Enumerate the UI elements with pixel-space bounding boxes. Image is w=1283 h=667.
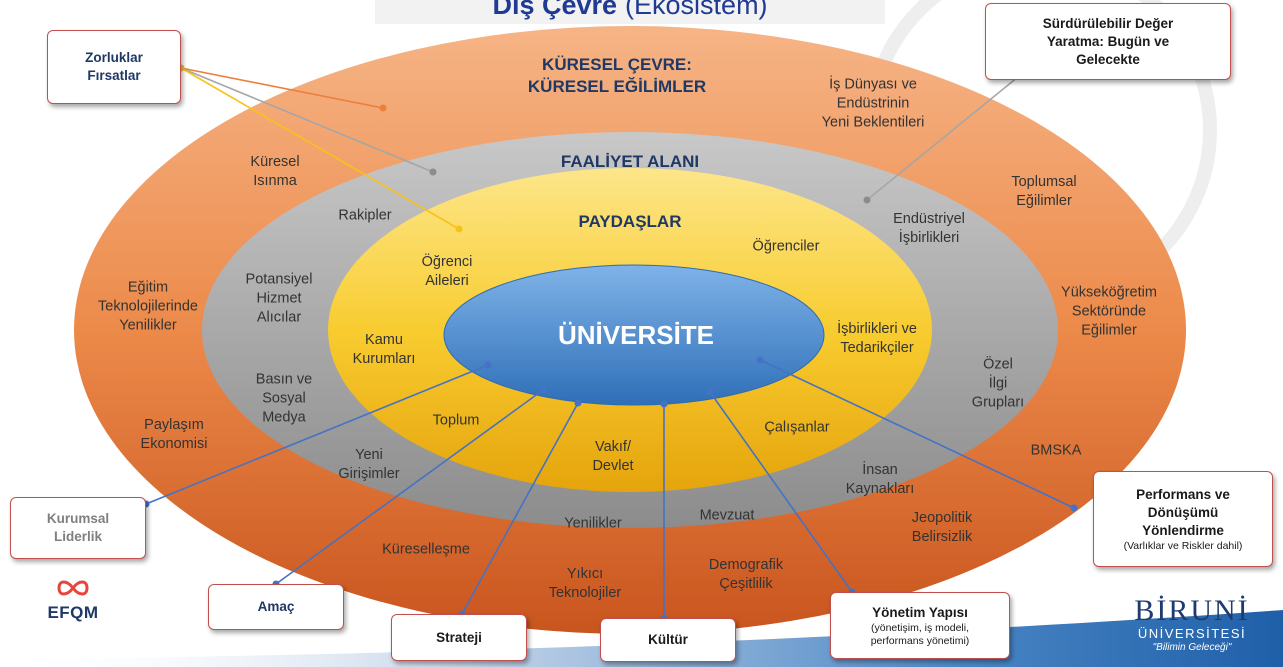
- dot-gray: [429, 168, 437, 176]
- activity-label: Yeni Girişimler: [338, 447, 400, 482]
- title-rest: (Ekosistem): [625, 0, 768, 20]
- biruni-logo: BİRUNİ ÜNİVERSİTESİ "Bilimin Geleceği": [1112, 596, 1272, 654]
- outer-label: İş Dünyası ve Endüstrinin Yeni Beklentil…: [821, 76, 925, 131]
- outer-label: Küresel Isınma: [250, 154, 300, 189]
- outer-ring-title: KÜRESEL ÇEVRE: KÜRESEL EĞİLİMLER: [527, 55, 707, 96]
- surdurulebilir-title: Sürdürülebilir Değer Yaratma: Bugün ve G…: [1042, 15, 1174, 67]
- stakeholder-label: Öğrenciler: [752, 238, 820, 255]
- dot-yellow: [455, 225, 463, 233]
- dot-performans-start: [1070, 504, 1078, 512]
- yonetim-title: Yönetim Yapısı: [872, 604, 968, 620]
- kurumsal-liderlik-box: Kurumsal Liderlik: [10, 497, 146, 559]
- activity-label: Potansiyel Hizmet Alıcılar: [245, 271, 313, 326]
- connector-zorluklar-outer: [180, 67, 384, 109]
- dot-amac-end: [539, 386, 547, 394]
- kultur-box: Kültür: [600, 618, 736, 662]
- biruni-motto: "Bilimin Geleceği": [1152, 642, 1232, 653]
- dot-performans-end: [756, 356, 764, 364]
- outer-label: Yükseköğretim Sektöründe Eğilimler: [1061, 284, 1157, 339]
- stakeholder-label: Toplum: [432, 412, 480, 429]
- stakeholder-label: Vakıf/ Devlet: [592, 439, 634, 474]
- strateji-box: Strateji: [391, 614, 527, 661]
- university-title: ÜNİVERSİTE: [557, 320, 715, 350]
- connector-amac: [275, 389, 544, 585]
- stakeholder-label: Çalışanlar: [764, 419, 830, 436]
- yonetim-yapisi-box: Yönetim Yapısı (yönetişim, iş modeli, pe…: [830, 592, 1010, 659]
- dot-kultur-end: [660, 400, 668, 408]
- outer-label: BMSKA: [1030, 442, 1082, 459]
- dot-strateji-end: [574, 399, 582, 407]
- stakeholder-label: Öğrenci Aileleri: [421, 254, 473, 289]
- strateji-title: Strateji: [436, 629, 482, 645]
- amac-box: Amaç: [208, 584, 344, 630]
- page-title: Dış Çevre (Ekosistem): [375, 0, 885, 24]
- dot-yonetim-end: [706, 388, 714, 396]
- activity-label: Özel İlgi Grupları: [971, 356, 1025, 411]
- connector-yonetim: [709, 391, 853, 593]
- performans-sub: (Varlıklar ve Riskler dahil): [1123, 539, 1243, 552]
- activity-label: Endüstriyel İşbirlikleri: [893, 211, 965, 246]
- connector-strateji: [461, 402, 579, 615]
- connector-performans: [759, 359, 1075, 509]
- outer-label: Eğitim Teknolojilerinde Yenilikler: [98, 279, 198, 334]
- connector-zorluklar-yellow: [180, 67, 460, 230]
- title-bold: Dış Çevre: [492, 0, 618, 20]
- stakeholder-ring-title: PAYDAŞLAR: [578, 212, 682, 231]
- university-core: [443, 264, 825, 406]
- activity-label: İnsan Kaynakları: [845, 462, 915, 497]
- activity-label: Mevzuat: [699, 507, 755, 524]
- outer-label: Toplumsal Eğilimler: [1011, 174, 1077, 209]
- efqm-logo: EFQM: [38, 578, 108, 623]
- dot-outer: [379, 104, 387, 112]
- outer-label: Paylaşım Ekonomisi: [140, 417, 208, 452]
- zorluklar-box: Zorluklar Fırsatlar: [47, 30, 181, 104]
- surdurulebilir-box: Sürdürülebilir Değer Yaratma: Bugün ve G…: [985, 3, 1231, 80]
- stakeholder-label: İşbirlikleri ve Tedarikçiler: [837, 321, 917, 356]
- kurumsal-title: Kurumsal Liderlik: [46, 511, 110, 544]
- performans-title: Performans ve Dönüşümü Yönlendirme: [1136, 486, 1230, 538]
- dot-surdurulebilir-end: [863, 196, 871, 204]
- activity-label: Basın ve Sosyal Medya: [255, 371, 313, 426]
- biruni-name: BİRUNİ: [1134, 594, 1250, 627]
- efqm-wordmark: EFQM: [47, 603, 99, 622]
- outer-label: Demografik Çeşitlilik: [708, 557, 784, 592]
- outer-label: Küreselleşme: [382, 541, 470, 558]
- connector-kurumsal: [145, 364, 489, 505]
- yonetim-sub: (yönetişim, iş modeli, performans yöneti…: [870, 621, 970, 647]
- activity-label: Yenilikler: [564, 515, 622, 532]
- connector-zorluklar-gray: [180, 67, 434, 173]
- amac-title: Amaç: [257, 599, 295, 614]
- outer-label: Yıkıcı Teknolojiler: [548, 566, 622, 601]
- performans-box: Performans ve Dönüşümü Yönlendirme (Varl…: [1093, 471, 1273, 567]
- biruni-sub: ÜNİVERSİTESİ: [1137, 626, 1247, 641]
- outer-label: Jeopolitik Belirsizlik: [911, 510, 973, 545]
- dot-kurumsal-end: [484, 361, 492, 369]
- activity-ring-title: FAALİYET ALANI: [560, 152, 700, 171]
- activity-label: Rakipler: [338, 207, 392, 224]
- efqm-infinity-icon: [57, 580, 89, 596]
- kultur-title: Kültür: [648, 632, 688, 647]
- zorluklar-title: Zorluklar Fırsatlar: [85, 50, 143, 83]
- stakeholder-label: Kamu Kurumları: [352, 332, 416, 367]
